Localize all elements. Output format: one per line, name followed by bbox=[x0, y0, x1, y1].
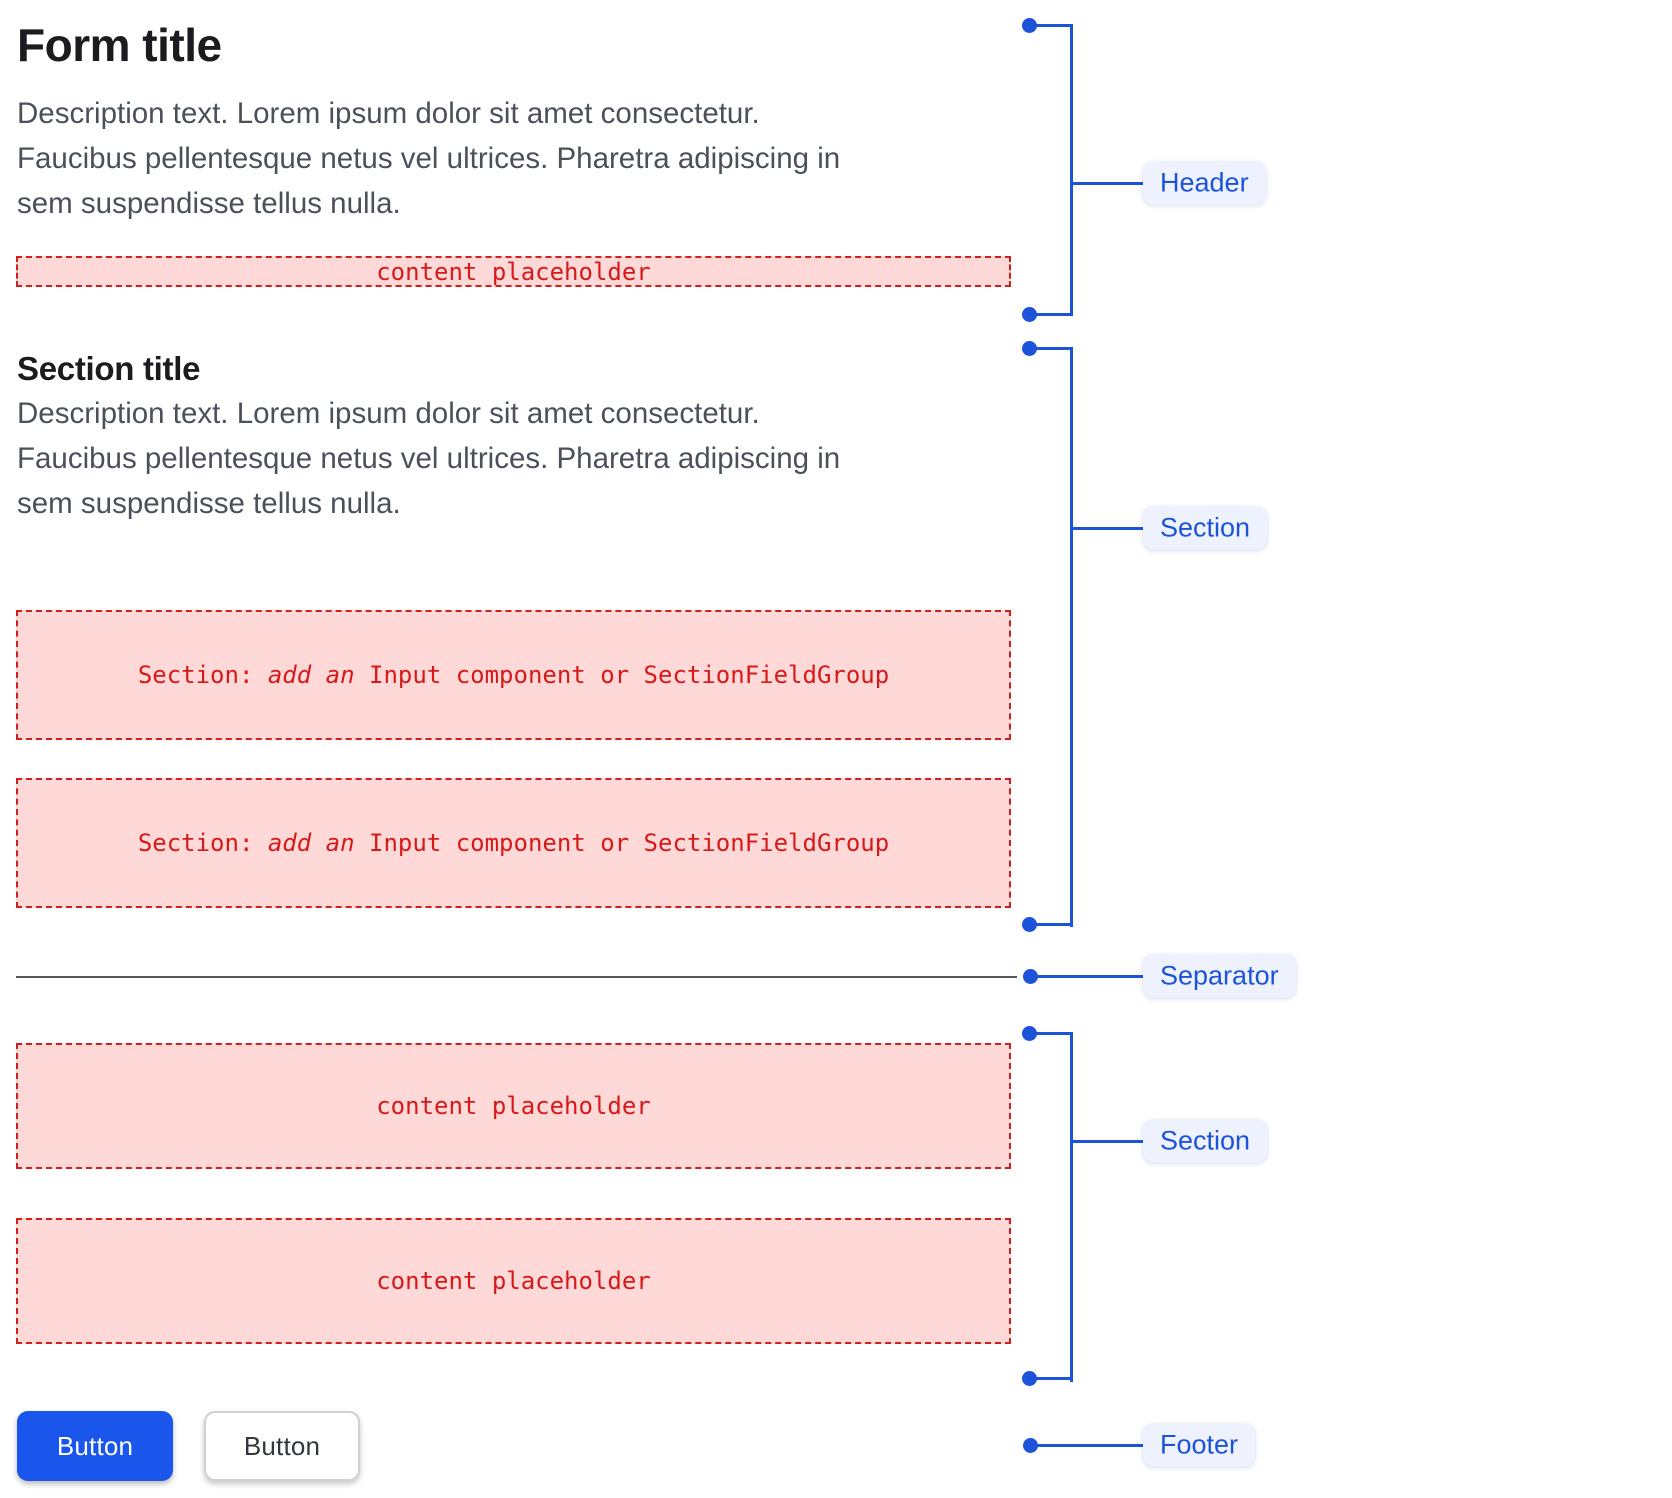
form-title: Form title bbox=[17, 19, 222, 71]
section-fieldgroup-placeholder: Section: add an Input component or Secti… bbox=[16, 778, 1011, 908]
bracket-line bbox=[1029, 1376, 1072, 1380]
connector-dot bbox=[1021, 1370, 1037, 1386]
annotation-label-footer: Footer bbox=[1143, 1423, 1256, 1467]
content-placeholder: content placeholder bbox=[16, 1043, 1011, 1169]
section-description: Description text. Lorem ipsum dolor sit … bbox=[17, 397, 841, 520]
header-content-placeholder: content placeholder bbox=[16, 256, 1011, 287]
connector-dot bbox=[1022, 968, 1038, 984]
label-connector-line bbox=[1036, 1443, 1143, 1447]
section-fieldgroup-placeholder: Section: add an Input component or Secti… bbox=[16, 610, 1011, 740]
primary-button[interactable]: Button bbox=[17, 1411, 173, 1481]
label-connector-line bbox=[1071, 1139, 1143, 1143]
bracket-line bbox=[1069, 346, 1073, 927]
label-connector-line bbox=[1071, 526, 1143, 530]
connector-dot bbox=[1021, 306, 1037, 322]
placeholder-text: content placeholder bbox=[376, 257, 651, 286]
form-description: Description text. Lorem ipsum dolor sit … bbox=[17, 97, 841, 220]
placeholder-text: content placeholder bbox=[376, 1092, 651, 1120]
annotation-label-section: Section bbox=[1143, 506, 1268, 550]
separator-line bbox=[16, 976, 1017, 978]
annotation-label-header: Header bbox=[1143, 161, 1266, 205]
bracket-line bbox=[1029, 312, 1072, 316]
bracket-line bbox=[1029, 23, 1072, 27]
connector-dot bbox=[1022, 1437, 1038, 1453]
placeholder-text: content placeholder bbox=[376, 1267, 651, 1295]
bracket-line bbox=[1069, 23, 1073, 316]
bracket-line bbox=[1029, 922, 1072, 926]
annotation-label-separator: Separator bbox=[1143, 954, 1296, 998]
bracket-line bbox=[1029, 346, 1072, 350]
label-connector-line bbox=[1036, 974, 1143, 978]
placeholder-text: Section: add an Input component or Secti… bbox=[137, 661, 890, 689]
content-placeholder: content placeholder bbox=[16, 1218, 1011, 1344]
placeholder-text: Section: add an Input component or Secti… bbox=[137, 829, 890, 857]
bracket-line bbox=[1029, 1031, 1072, 1035]
annotation-label-section: Section bbox=[1143, 1119, 1268, 1163]
secondary-button[interactable]: Button bbox=[204, 1411, 360, 1481]
section-title: Section title bbox=[17, 350, 201, 387]
bracket-line bbox=[1069, 1031, 1073, 1382]
label-connector-line bbox=[1071, 181, 1143, 185]
connector-dot bbox=[1021, 916, 1037, 932]
